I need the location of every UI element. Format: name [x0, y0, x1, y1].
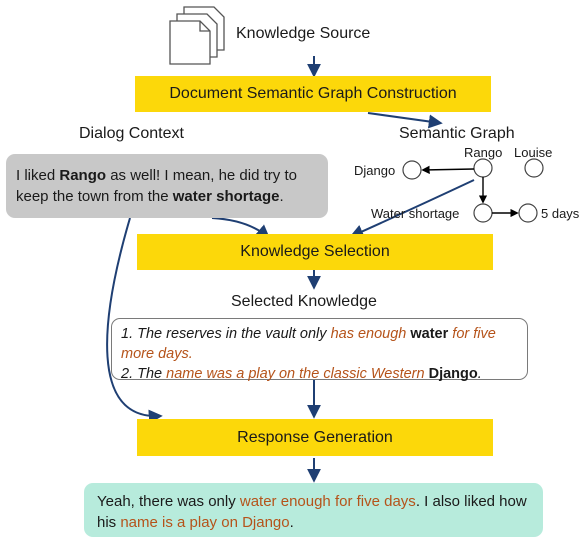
documents-icon	[169, 6, 225, 65]
selected-knowledge-box: 1. The reserves in the vault only has en…	[111, 318, 528, 382]
node-label-django: Django	[354, 163, 396, 178]
response-box: Yeah, there was only water enough for fi…	[84, 483, 543, 537]
graph-node-five-days	[518, 203, 538, 223]
node-label-rango: Rango	[464, 145, 503, 160]
graph-node-rango	[473, 158, 493, 178]
knowledge-item-1: 1. The reserves in the vault only has en…	[121, 326, 496, 362]
node-label-louise: Louise	[514, 145, 553, 160]
knowledge-selection-box: Knowledge Selection	[137, 234, 493, 270]
arrow-context-to-generation	[106, 217, 163, 424]
graph-node-water-shortage	[473, 203, 493, 223]
node-label-five-days: 5 days	[541, 206, 580, 221]
response-generation-box: Response Generation	[137, 419, 493, 456]
semantic-graph-label: Semantic Graph	[399, 125, 515, 142]
selected-knowledge-label: Selected Knowledge	[231, 293, 377, 310]
edge-rango-django	[421, 165, 475, 175]
graph-node-louise	[524, 158, 544, 178]
construction-box: Document Semantic Graph Construction	[135, 76, 491, 112]
knowledge-item-2: 2. The name was a play on the classic We…	[121, 366, 482, 382]
entity-rango: Rango	[59, 167, 107, 184]
entity-water-shortage: water shortage	[172, 188, 280, 205]
knowledge-source-label: Knowledge Source	[236, 25, 371, 42]
dialog-context-label: Dialog Context	[79, 125, 184, 142]
dialog-context-box: I liked Rango as well! I mean, he did tr…	[6, 154, 328, 218]
arrow-graph-to-selection	[349, 179, 475, 238]
graph-node-django	[402, 160, 422, 180]
node-label-water-shortage: Water shortage	[371, 206, 460, 221]
arrow-construction-to-graph	[367, 112, 443, 129]
